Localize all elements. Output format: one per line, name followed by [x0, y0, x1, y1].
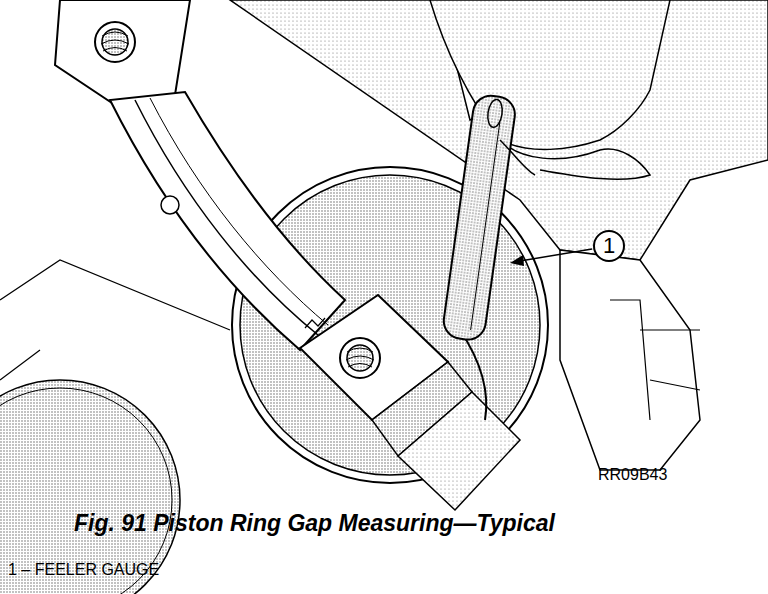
figure-caption: Fig. 91 Piston Ring Gap Measuring—Typica…: [74, 510, 555, 537]
legend-note: 1 – FEELER GAUGE: [8, 561, 159, 579]
figure-code: RR09B43: [598, 466, 667, 484]
callout-number: 1: [603, 235, 615, 257]
callout-circle: 1: [593, 230, 625, 262]
